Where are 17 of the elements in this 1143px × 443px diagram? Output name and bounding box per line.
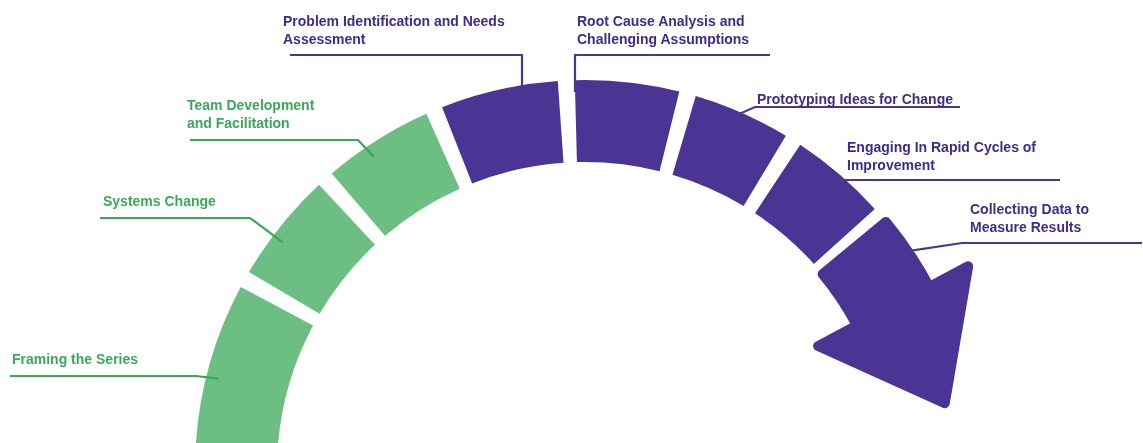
- arc-segment: [195, 286, 314, 443]
- arc-segment: [248, 184, 375, 314]
- step-label: Engaging In Rapid Cycles of Improvement: [847, 138, 1052, 174]
- step-label: Team Development and Facilitation: [187, 96, 337, 132]
- step-label: Collecting Data to Measure Results: [970, 200, 1120, 236]
- step-label: Prototyping Ideas for Change: [757, 90, 957, 108]
- step-label: Problem Identification and Needs Assessment: [283, 12, 518, 48]
- leader-line: [100, 216, 284, 244]
- step-label: Framing the Series: [12, 350, 202, 368]
- step-label: Root Cause Analysis and Challenging Assumptions: [577, 12, 812, 48]
- step-label: Systems Change: [103, 192, 273, 210]
- arc-segment: [442, 80, 564, 184]
- leader-line: [190, 138, 375, 158]
- arc-segment: [331, 113, 460, 236]
- arc-segment: [574, 80, 680, 172]
- leader-line: [573, 53, 770, 93]
- leader-line: [10, 374, 219, 380]
